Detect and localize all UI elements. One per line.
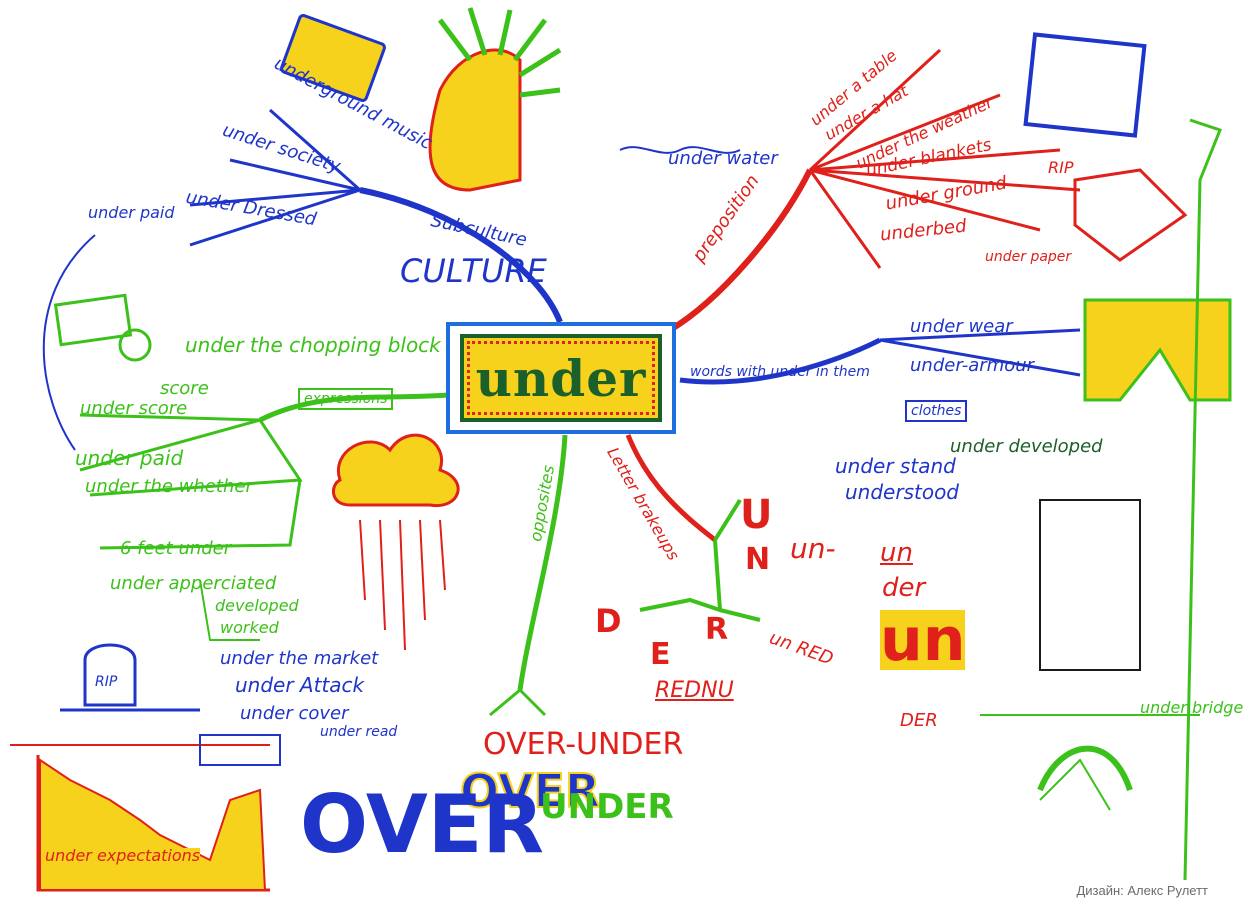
letter-r: R [705, 612, 729, 647]
words-item-clothes: clothes [905, 400, 968, 422]
letters-un: un [880, 538, 913, 568]
letters-rednu: REDNU [655, 678, 734, 703]
expr-item-worked: worked [220, 618, 279, 637]
cassette-icon [280, 14, 386, 102]
credit-text: Дизайн: Алекс Рулетт [1076, 883, 1208, 898]
expr-item-under-paid: under paid [75, 446, 184, 470]
words-item-underwear: under wear [910, 316, 1013, 337]
preposition-sub-lines [808, 48, 1081, 269]
letters-branch-line [625, 434, 717, 542]
opposites-over-under: OVER-UNDER [483, 727, 684, 762]
words-branch-line [679, 337, 882, 385]
expectations-chart-label: under expectations [45, 846, 201, 865]
attack-item-read: under read [320, 724, 398, 740]
letters-der: der [882, 573, 926, 603]
letter-u: U [740, 492, 773, 538]
expr-item-under-whether: under the whether [85, 476, 253, 497]
letter-n: N [745, 542, 771, 577]
paid-arc [42, 234, 96, 451]
culture-branch-line [359, 187, 563, 324]
money-icon [53, 293, 133, 347]
culture-item-under-paid: under paid [88, 203, 175, 222]
words-item-understood: understood [845, 480, 960, 504]
letters-big-un: un [880, 605, 966, 675]
letter-e: E [650, 637, 671, 672]
words-item-underarmour: under-armour [910, 355, 1035, 376]
letter-d: D [595, 602, 622, 640]
expr-item-apperciated: under apperciated [110, 573, 277, 594]
central-node: under [446, 322, 676, 434]
words-item-under-bridge: under bridge [1140, 698, 1244, 717]
cover-icon [199, 734, 281, 766]
culture-label: CULTURE [400, 252, 547, 290]
attack-item-market: under the market [220, 648, 379, 669]
paper-stack-icon [1073, 168, 1188, 262]
central-word: under [475, 348, 647, 408]
mohawk-head-icon [428, 48, 522, 192]
expressions-branch-line [258, 392, 449, 423]
preposition-note-rip: RIP [1048, 158, 1074, 177]
gravestone-rip-text: RIP [95, 674, 118, 690]
expr-item-score: score [160, 378, 209, 399]
attack-item-cover: under cover [240, 703, 349, 724]
gravestone-icon [83, 643, 137, 707]
preposition-item-paper: under paper [985, 249, 1072, 265]
words-branch-label: words with under in them [690, 364, 870, 380]
opposites-branch-line [517, 434, 568, 691]
box-icon [1023, 32, 1147, 138]
opposites-under: UNDER [540, 787, 674, 827]
building-icon [1039, 499, 1141, 671]
attack-item-attack: under Attack [235, 673, 365, 697]
rain-cloud-icon [331, 433, 460, 508]
opposites-over-yellow: OVER [459, 764, 601, 818]
letters-un-dash: un- [790, 532, 836, 565]
expr-item-6-feet-under: 6 feet under [120, 538, 232, 559]
preposition-branch-line [668, 168, 813, 333]
words-item-underdeveloped: under developed [950, 436, 1103, 457]
expr-item-developed: developed [215, 596, 299, 615]
underwear-icon [1083, 298, 1232, 402]
bridge-icon [1037, 745, 1133, 792]
expr-item-under-score: under score [80, 398, 188, 419]
water-label: under water [668, 148, 778, 169]
expr-item-chopping-block: under the chopping block [185, 333, 441, 357]
expressions-label: expressions [298, 388, 394, 410]
opposites-over-big: OVER [300, 778, 545, 871]
letters-der-small: DER [900, 710, 938, 731]
central-node-fill: under [460, 334, 662, 422]
culture-sub-lines [189, 108, 361, 247]
water-waves [619, 146, 741, 154]
words-item-understand: under stand [835, 454, 956, 478]
expectations-chart-area [39, 758, 267, 891]
